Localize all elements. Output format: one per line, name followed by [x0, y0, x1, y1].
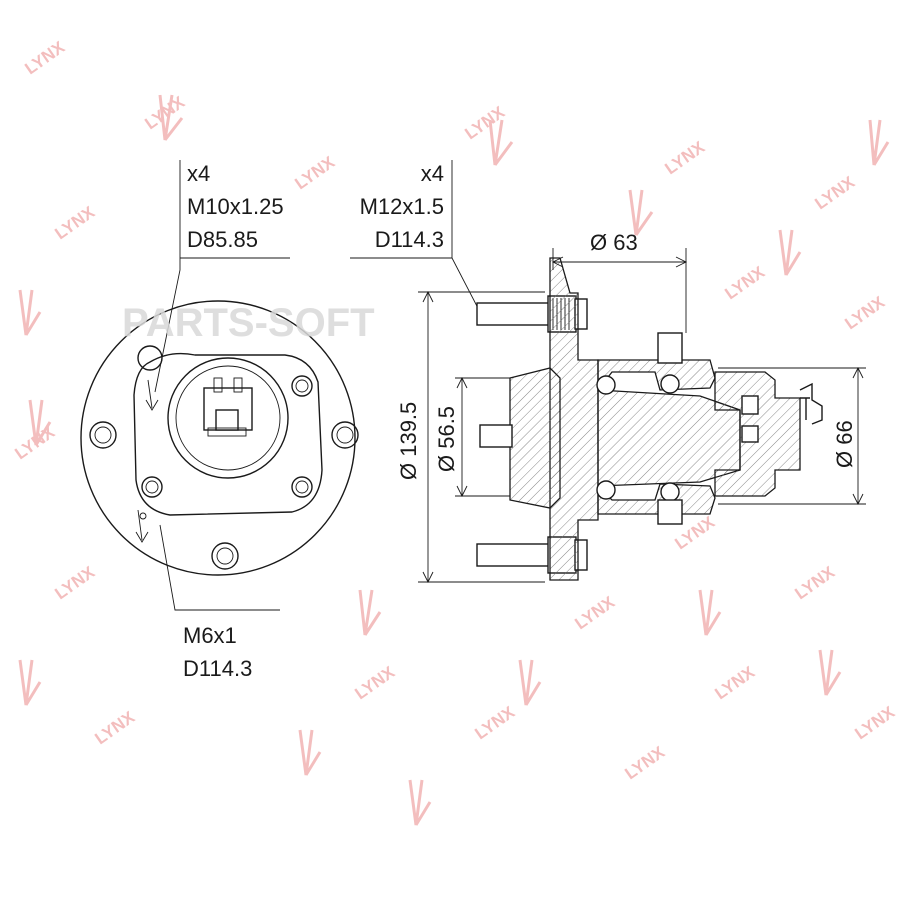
watermark-brand: LYNX — [721, 262, 768, 303]
watermark-brand: LYNX — [51, 562, 98, 603]
watermark-brand: LYNX — [291, 152, 338, 193]
watermark-brand: LYNX — [91, 707, 138, 748]
watermark-brand: LYNX — [841, 292, 888, 333]
watermark-brand: LYNX — [811, 172, 858, 213]
stud-thread: M10x1.25 — [187, 194, 284, 219]
callout-studs-right: x4 M12x1.5 D114.3 — [350, 160, 481, 313]
callout-studs-left: x4 M10x1.25 D85.85 — [187, 161, 284, 252]
stud-pcd: D114.3 — [375, 227, 444, 252]
stud-thread: M12x1.5 — [360, 194, 444, 219]
watermark-brand: LYNX — [471, 702, 518, 743]
flange-face — [133, 352, 323, 516]
callout-bolt-holes: M6x1 D114.3 — [183, 623, 252, 681]
hub-front-view — [80, 160, 359, 611]
stud-qty: x4 — [187, 161, 210, 186]
dim-pilot-diameter: Ø 56.5 — [434, 406, 459, 472]
flange-outline — [80, 300, 356, 576]
watermark-brand: LYNX — [851, 702, 898, 743]
dimensions-layer: Ø 139.5 Ø 56.5 Ø 63 Ø 66 — [396, 230, 866, 584]
watermark-brand: LYNX — [711, 662, 758, 703]
watermark-brand: LYNX — [661, 137, 708, 178]
dim-flange-diameter: Ø 139.5 — [396, 402, 421, 480]
watermark-brand: LYNX — [571, 592, 618, 633]
stud-holes — [89, 345, 359, 570]
watermark-brand: LYNX — [351, 662, 398, 703]
center-bore — [167, 357, 289, 479]
hole-pcd: D114.3 — [183, 656, 252, 681]
hole-thread: M6x1 — [183, 623, 237, 648]
watermark-brand: LYNX — [791, 562, 838, 603]
watermark-brand: LYNX — [621, 742, 668, 783]
watermark-site: PARTS-SOFT — [122, 301, 375, 345]
dim-bearing-diameter: Ø 63 — [590, 230, 638, 255]
stud-pcd: D85.85 — [187, 227, 258, 252]
abs-sensor-connector — [203, 377, 253, 437]
hub-section-view — [476, 257, 823, 581]
watermark-brand: LYNX — [51, 202, 98, 243]
stud-qty: x4 — [421, 161, 444, 186]
pilot-section — [509, 367, 561, 509]
watermark-brand: LYNX — [21, 37, 68, 78]
dim-outer-diameter: Ø 66 — [832, 420, 857, 468]
